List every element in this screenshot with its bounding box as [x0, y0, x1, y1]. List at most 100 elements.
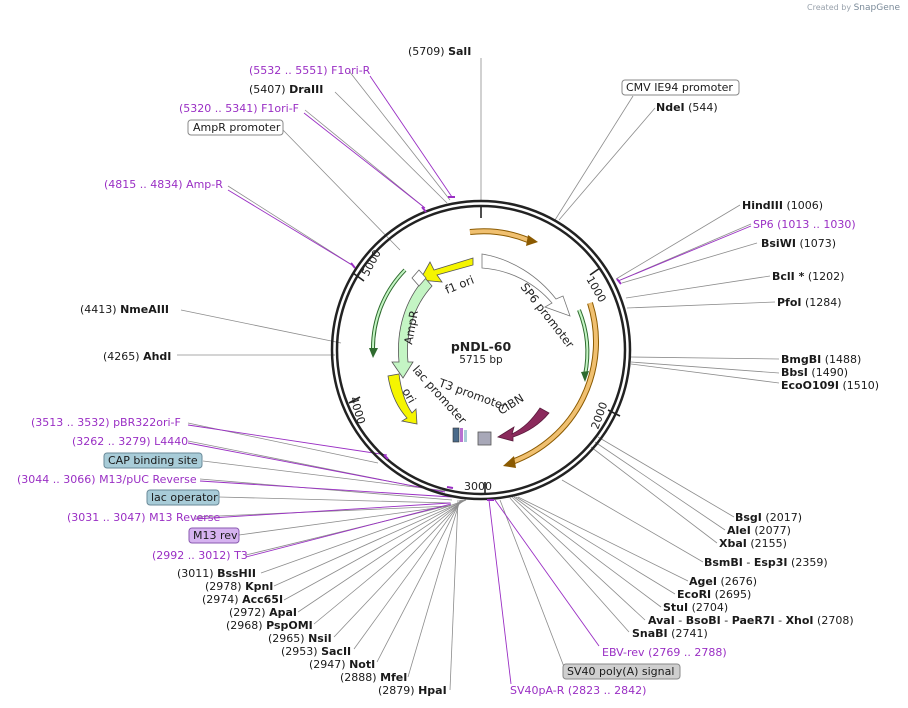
primer-name: T3: [233, 549, 248, 562]
svg-text:SP6 (1013 .. 1030): SP6 (1013 .. 1030): [753, 218, 856, 231]
svg-text:AvaI - BsoBI - PaeR7I - XhoI: AvaI - BsoBI - PaeR7I - XhoI (2708): [648, 614, 854, 627]
svg-text:(5320 .. 5341) F1ori-F: (5320 .. 5341) F1ori-F: [179, 102, 299, 115]
site-name: BsmBI: [704, 556, 743, 569]
box-lac-operator: [146, 489, 220, 506]
pos: (2972): [229, 606, 266, 619]
pos: (2077): [754, 524, 791, 537]
svg-text:(2974) Acc65I: (2974) Acc65I: [202, 593, 283, 606]
svg-text:(2968) PspOMI: (2968) PspOMI: [226, 619, 313, 632]
pos: (3031 .. 3047): [67, 511, 146, 524]
pos: (2888): [340, 671, 377, 684]
svg-text:AleI (2077): AleI (2077): [727, 524, 791, 537]
primer-name: EBV-rev: [602, 646, 645, 659]
svg-text:EcoO109I (1510): EcoO109I (1510): [781, 379, 879, 392]
pos: (2823 .. 2842): [568, 684, 647, 697]
pos: (4815 .. 4834): [104, 178, 183, 191]
site-name: NdeI: [656, 101, 685, 114]
site-name: MfeI: [380, 671, 407, 684]
pos: (4413): [80, 303, 117, 316]
primer-lines: [187, 75, 752, 685]
pos: (2974): [202, 593, 239, 606]
primer-name: SP6: [753, 218, 774, 231]
svg-text:(2972) ApaI: (2972) ApaI: [229, 606, 297, 619]
svg-text:HindIII (1006): HindIII (1006): [742, 199, 823, 212]
primer-name: M13/pUC Reverse: [99, 473, 197, 486]
cmv-arc: [469, 228, 538, 246]
credit-brand: SnapGene: [853, 3, 900, 13]
feature-cibn: [497, 407, 550, 442]
pos: (5320 .. 5341): [179, 102, 258, 115]
label-f1ori: f1 ori: [443, 273, 476, 297]
pos: (3513 .. 3532): [31, 416, 110, 429]
left-labels: (5709) SalI (5532 .. 5551) F1ori-R (5407…: [17, 45, 471, 562]
label-ori: ori: [399, 386, 419, 406]
feature-ampr: [391, 269, 433, 379]
pos: (1006): [786, 199, 823, 212]
site-name: NmeAIII: [120, 303, 169, 316]
site-name: StuI: [663, 601, 688, 614]
pos: (2978): [205, 580, 242, 593]
svg-text:(2992 .. 3012) T3: (2992 .. 3012) T3: [152, 549, 248, 562]
pos: (2968): [226, 619, 263, 632]
svg-text:(3513 .. 3532) pBR322ori-F: (3513 .. 3532) pBR322ori-F: [31, 416, 181, 429]
pos: (544): [688, 101, 718, 114]
pos: (2741): [671, 627, 708, 640]
leader-lines: [177, 58, 780, 691]
site-name: EcoO109I: [781, 379, 839, 392]
pos: (1510): [843, 379, 880, 392]
site-name: DraIII: [289, 83, 323, 96]
primer-name: Amp-R: [186, 178, 223, 191]
site-name: BsgI: [735, 511, 762, 524]
feature-f1ori: [419, 257, 474, 283]
site-name: AleI: [727, 524, 751, 537]
pos: (2155): [750, 537, 787, 550]
pos: (5709): [408, 45, 445, 58]
ruler-labels: 1000 2000 3000 4000 5000: [347, 248, 610, 493]
site-name: HindIII: [742, 199, 783, 212]
box-ampr-promoter: [187, 119, 284, 136]
cibn-arc: [503, 302, 600, 468]
pos: (1490): [811, 366, 848, 379]
svg-text:(3262 .. 3279) L4440: (3262 .. 3279) L4440: [72, 435, 188, 448]
plasmid-size: 5715 bp: [459, 354, 503, 366]
feature-ori: [387, 373, 418, 425]
site-name: SnaBI: [632, 627, 668, 640]
svg-text:(4265) AhdI: (4265) AhdI: [103, 350, 171, 363]
site-name: ApaI: [269, 606, 297, 619]
pos: (5532 .. 5551): [249, 64, 328, 77]
svg-text:(3044 .. 3066) M13/pUC Revers: (3044 .. 3066) M13/pUC Reverse: [17, 473, 197, 486]
site-name: BsiWI: [761, 237, 796, 250]
site-name: NotI: [349, 658, 375, 671]
pos: (1202): [808, 270, 845, 283]
svg-text:BsgI (2017): BsgI (2017): [735, 511, 802, 524]
ruler-2000: 2000: [589, 400, 611, 431]
right-labels: CMV IE94 promoter NdeI (544) HindIII (10…: [510, 79, 879, 697]
primer-name: F1ori-F: [261, 102, 299, 115]
pos: (2359): [791, 556, 828, 569]
bottom-left-labels: (3011) BssHII (2978) KpnI (2974) Acc65I …: [177, 567, 447, 697]
box-text: M13 rev: [193, 529, 238, 542]
site-name: PspOMI: [266, 619, 313, 632]
svg-text:BclI * (1202): BclI * (1202): [772, 270, 844, 283]
svg-text:(2879) HpaI: (2879) HpaI: [378, 684, 447, 697]
pos: (2695): [715, 588, 752, 601]
svg-text:(2978) KpnI: (2978) KpnI: [205, 580, 273, 593]
box-m13-rev: [188, 527, 240, 544]
primer-name: F1ori-R: [331, 64, 371, 77]
pos: (4265): [103, 350, 140, 363]
svg-text:BmgBI (1488): BmgBI (1488): [781, 353, 861, 366]
site-name: BclI *: [772, 270, 805, 283]
site-name: BbsI: [781, 366, 808, 379]
pos: (2708): [817, 614, 854, 627]
pos: (2704): [692, 601, 729, 614]
site-name: BssHII: [217, 567, 256, 580]
box-sv40-polya: [562, 663, 681, 680]
svg-text:(2947) NotI: (2947) NotI: [309, 658, 375, 671]
site-name: SalI: [448, 45, 471, 58]
svg-text:(3011) BssHII: (3011) BssHII: [177, 567, 256, 580]
svg-text:EBV-rev (2769 .. 2788): EBV-rev (2769 .. 2788): [602, 646, 727, 659]
site-name: NsiI: [308, 632, 332, 645]
site-name: HpaI: [418, 684, 447, 697]
